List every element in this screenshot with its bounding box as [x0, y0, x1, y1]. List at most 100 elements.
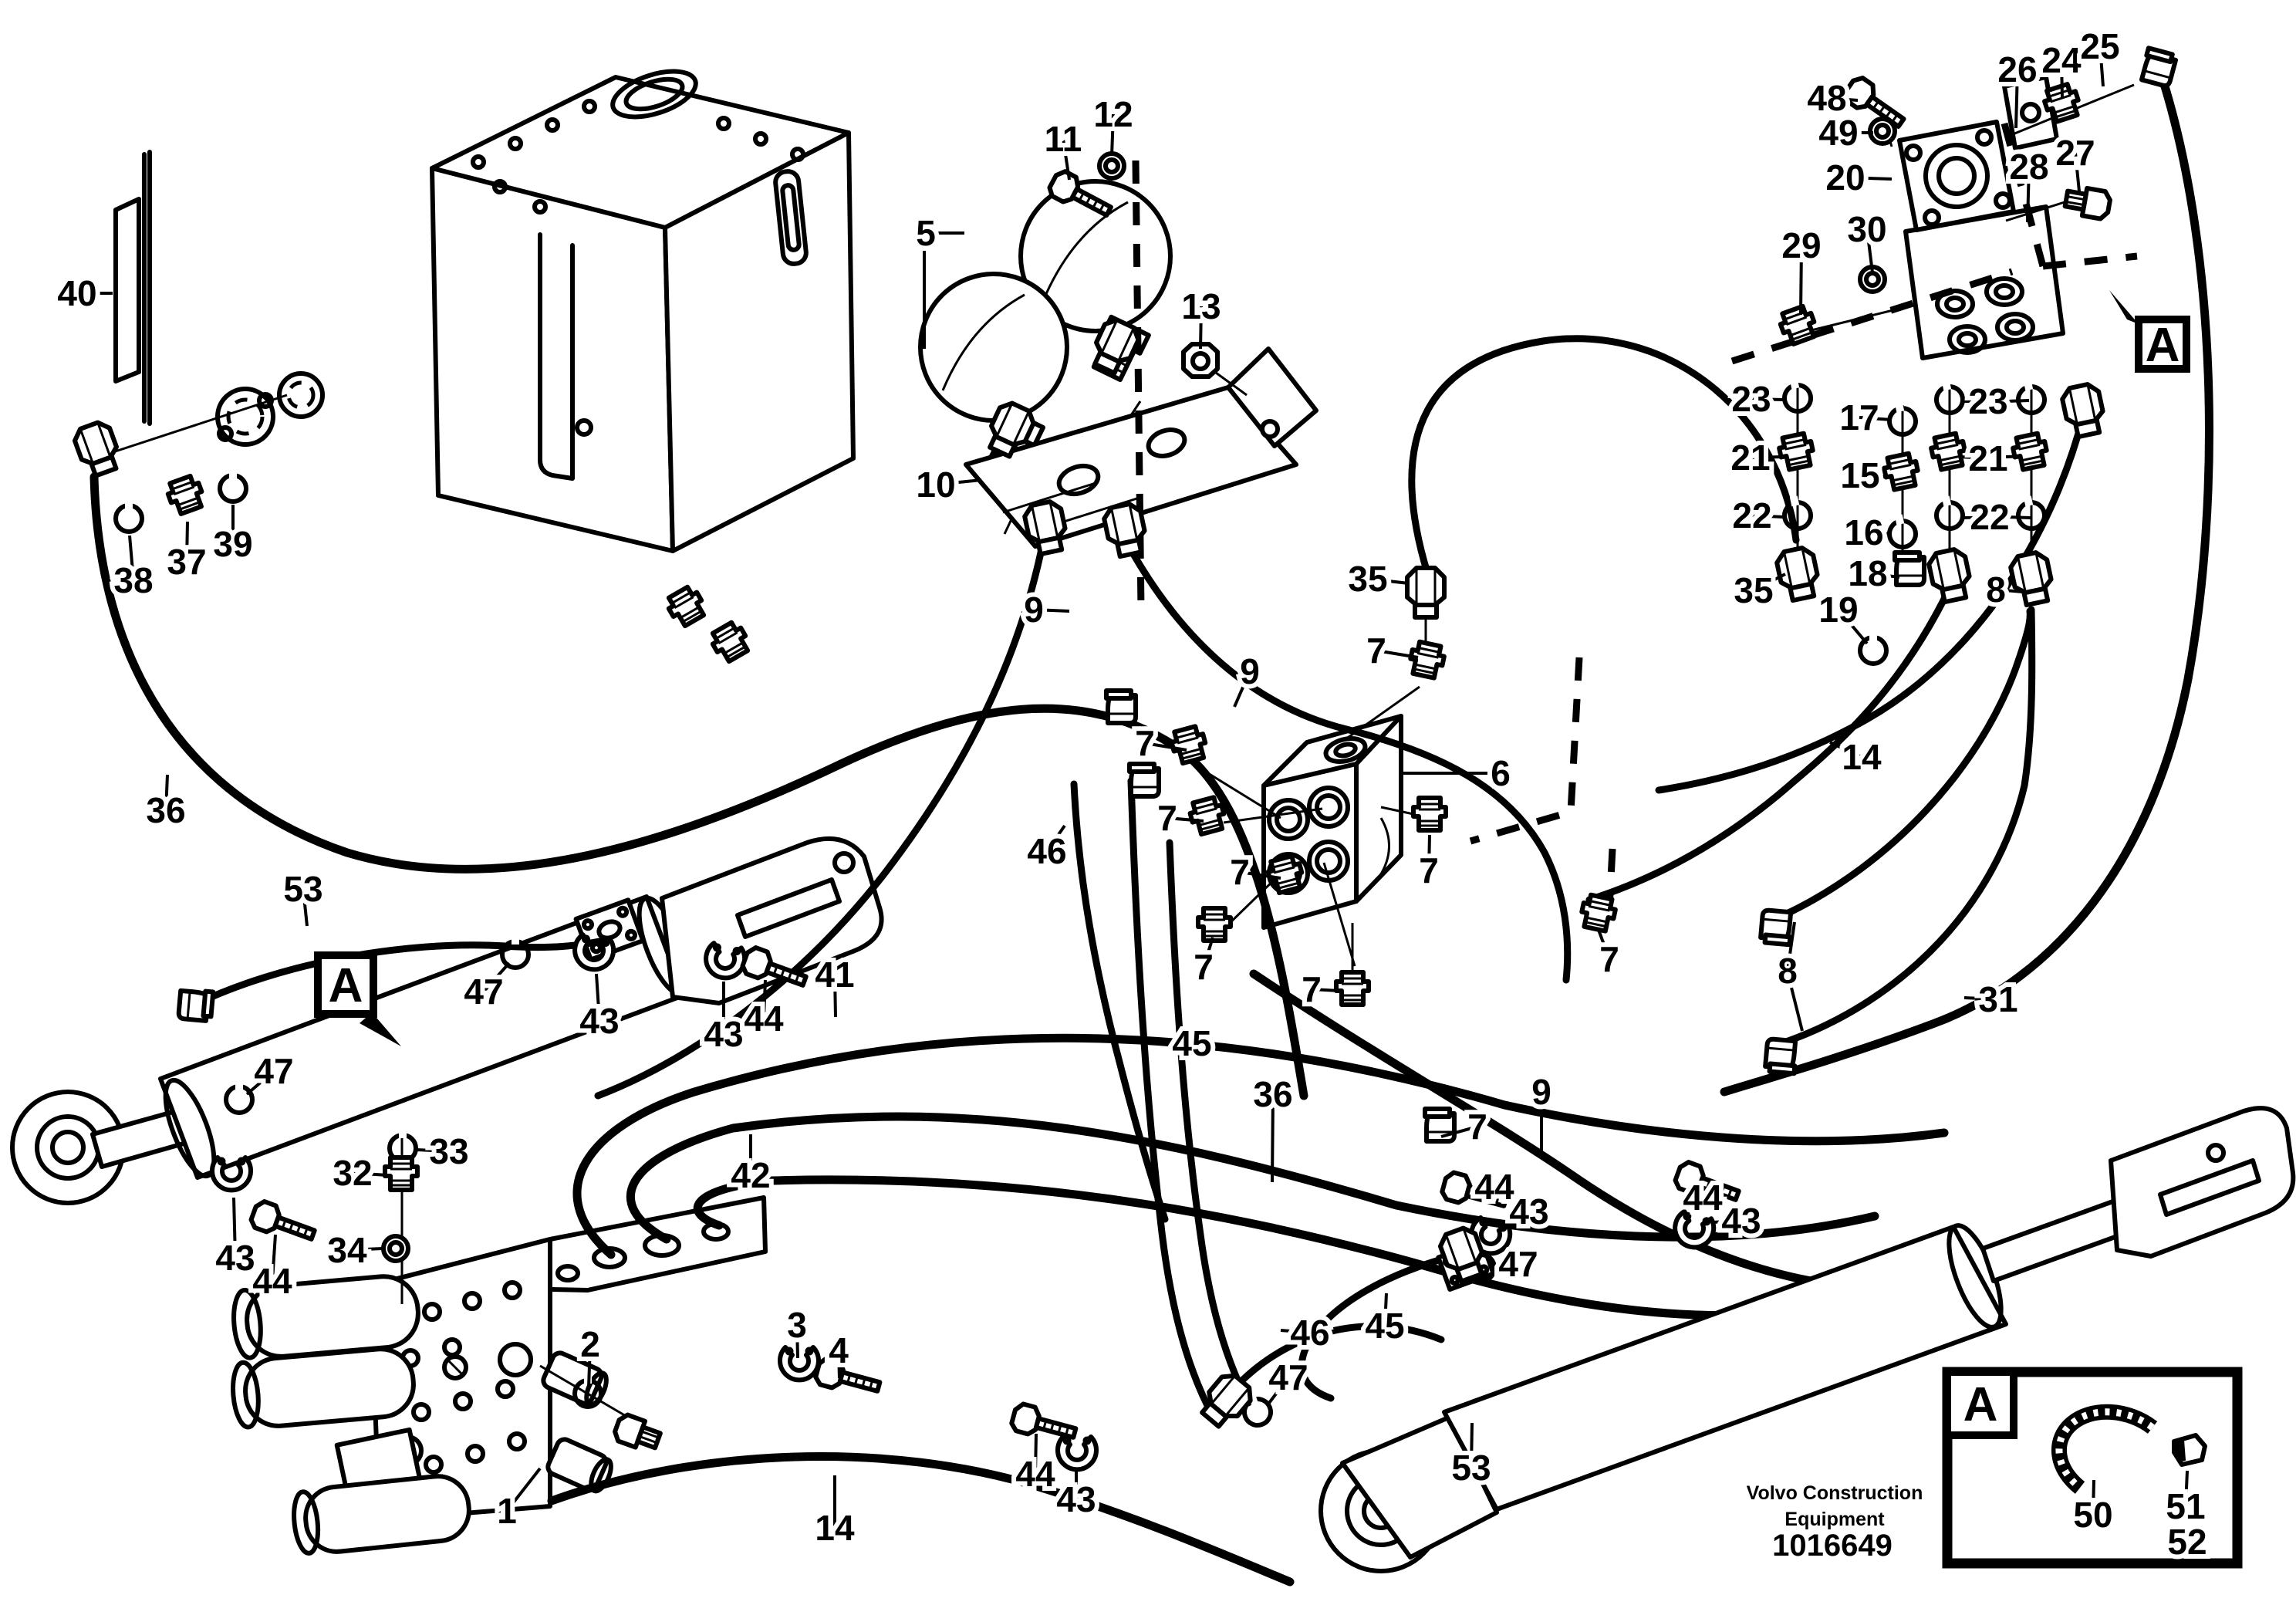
callout-43: 43 — [704, 1014, 743, 1054]
callout-50: 50 — [2073, 1495, 2112, 1535]
callout-52: 52 — [2167, 1522, 2207, 1562]
callout-25: 25 — [2080, 26, 2119, 66]
callout-32: 32 — [333, 1153, 372, 1193]
callout-44: 44 — [744, 999, 784, 1039]
callout-43: 43 — [1721, 1201, 1761, 1241]
callout-8: 8 — [1986, 569, 2006, 610]
elbow-icon — [1425, 1109, 1454, 1141]
callout-18: 18 — [1848, 553, 1887, 593]
nut-icon — [1102, 502, 1149, 559]
callout-16: 16 — [1844, 512, 1883, 552]
elbow-icon — [1106, 691, 1136, 723]
callout-1: 1 — [497, 1491, 517, 1531]
callout-7: 7 — [1302, 969, 1322, 1009]
callout-9: 9 — [1024, 590, 1044, 630]
callout-26: 26 — [1997, 49, 2037, 90]
callout-22: 22 — [1732, 495, 1771, 536]
nut-icon — [1927, 548, 1974, 604]
callout-44: 44 — [1683, 1178, 1723, 1218]
callout-13: 13 — [1181, 286, 1221, 326]
ring-icon — [116, 499, 142, 532]
callout-12: 12 — [1093, 94, 1133, 134]
view-markers-layer: A A A — [314, 290, 2190, 1439]
callout-7: 7 — [1599, 939, 1619, 979]
callout-4: 4 — [829, 1330, 849, 1370]
callout-33: 33 — [429, 1131, 468, 1171]
nipple-icon — [1778, 305, 1819, 346]
callout-27: 27 — [2055, 133, 2095, 173]
callout-22: 22 — [1970, 497, 2009, 537]
callout-35: 35 — [1348, 559, 1387, 599]
callout-24: 24 — [2041, 40, 2082, 80]
callout-7: 7 — [1419, 850, 1439, 890]
nut-icon — [2009, 551, 2055, 607]
callout-7: 7 — [1157, 798, 1177, 838]
hoses — [89, 82, 2213, 1587]
nipple-icon — [2011, 432, 2050, 471]
hydraulic-tank — [98, 69, 856, 553]
callout-11: 11 — [1045, 119, 1082, 159]
callout-47: 47 — [1498, 1244, 1538, 1284]
callout-40: 40 — [57, 273, 96, 313]
brand-line1: Volvo Construction — [1747, 1482, 1923, 1504]
callout-7: 7 — [1467, 1107, 1487, 1147]
nipple-icon — [1169, 725, 1208, 765]
nut-icon — [2061, 383, 2107, 439]
callout-35: 35 — [1734, 570, 1773, 610]
nipple-icon — [1579, 894, 1618, 932]
callout-28: 28 — [2009, 147, 2048, 187]
nipple-icon — [1408, 640, 1447, 679]
callout-41: 41 — [815, 955, 854, 995]
view-marker-letter: A — [2146, 319, 2180, 372]
callout-7: 7 — [1366, 630, 1386, 671]
callout-37: 37 — [167, 542, 206, 582]
callout-20: 20 — [1825, 157, 1865, 198]
nut-icon — [1775, 546, 1822, 603]
part-number: 1016649 — [1772, 1529, 1893, 1563]
callout-14: 14 — [815, 1508, 855, 1548]
nipple-icon — [1336, 972, 1369, 1005]
ring-icon — [1860, 631, 1886, 664]
callout-47: 47 — [1268, 1357, 1308, 1397]
callout-46: 46 — [1290, 1313, 1329, 1353]
callout-9: 9 — [1531, 1072, 1551, 1112]
callout-53: 53 — [1451, 1448, 1491, 1488]
callout-45: 45 — [1365, 1306, 1404, 1346]
callout-29: 29 — [1781, 225, 1821, 265]
callout-21: 21 — [1730, 438, 1770, 478]
callout-42: 42 — [731, 1155, 770, 1195]
callout-3: 3 — [787, 1305, 807, 1345]
callout-46: 46 — [1027, 831, 1066, 871]
callout-36: 36 — [146, 790, 185, 830]
callout-36: 36 — [1253, 1074, 1292, 1114]
callout-39: 39 — [213, 524, 252, 564]
wedge-art — [2172, 1433, 2207, 1467]
nipple-icon — [664, 584, 708, 628]
steering-cylinder-left — [10, 836, 884, 1205]
callout-23: 23 — [1968, 381, 2007, 421]
view-marker-letter: A — [329, 959, 363, 1012]
nipple-icon — [385, 1157, 417, 1190]
elbow-icon — [1765, 1039, 1798, 1073]
callout-5: 5 — [916, 213, 936, 253]
footer: Volvo Construction Equipment 1016649 — [1747, 1482, 1923, 1563]
callout-34: 34 — [327, 1230, 367, 1270]
nipple-icon — [165, 475, 207, 516]
callout-14: 14 — [1842, 737, 1882, 777]
callout-7: 7 — [1194, 947, 1214, 987]
callout-6: 6 — [1491, 753, 1511, 793]
washer-icon — [383, 1236, 408, 1261]
nipple-icon — [1930, 432, 1968, 471]
callout-38: 38 — [113, 560, 153, 600]
nut-icon — [1407, 568, 1444, 617]
view-marker-letter: A — [1963, 1378, 1998, 1431]
view-marker-pointer — [2109, 290, 2139, 324]
callout-23: 23 — [1731, 379, 1771, 419]
elbow-icon — [1895, 552, 1924, 585]
plug-icon — [613, 1413, 663, 1454]
callout-44: 44 — [1015, 1454, 1055, 1494]
nut-icon — [1023, 500, 1069, 556]
